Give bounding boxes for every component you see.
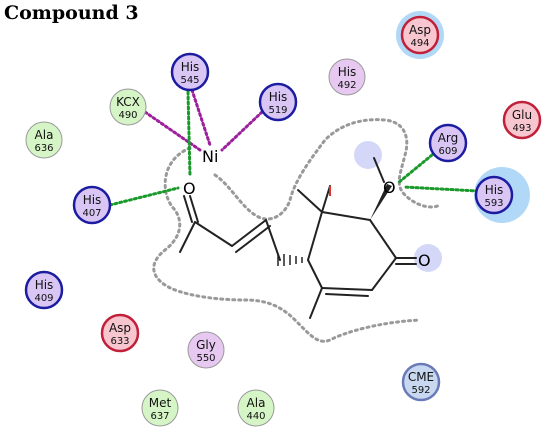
residue-his593-name: His: [485, 183, 504, 197]
methoxy-oxygen: O: [383, 178, 396, 197]
figure-title: Compound 3: [4, 2, 139, 24]
residue-group: Asp494His545KCX490His519His492Glu493Ala6…: [24, 15, 542, 427]
residue-met637-disc: [141, 389, 179, 427]
ni-atom: Ni: [202, 147, 218, 166]
residue-his519-name: His: [269, 90, 288, 104]
residue-his492-disc: [328, 58, 366, 96]
residue-his492-number: 492: [337, 80, 356, 91]
residue-his407-name: His: [83, 193, 102, 207]
residue-asp633-name: Asp: [109, 321, 131, 335]
residue-gly550-name: Gly: [196, 338, 216, 352]
his519-ni-contact: [220, 110, 264, 152]
ligand-skeleton: [179, 157, 417, 319]
his407-hbond: [108, 186, 180, 207]
residue-ala636-disc: [25, 121, 63, 159]
residue-his519-number: 519: [268, 105, 287, 116]
his545-hbond: [186, 90, 192, 178]
residue-ala636-number: 636: [34, 143, 53, 154]
residue-gly550-number: 550: [196, 353, 215, 364]
hashed-bond: [277, 254, 303, 266]
ketone-exposure-glow: [414, 244, 442, 272]
residue-asp633-number: 633: [110, 336, 129, 347]
residue-his519-disc: [258, 82, 298, 122]
residue-kcx490-name: KCX: [116, 95, 140, 109]
kcx490-ni-contact: [143, 110, 202, 152]
residue-glu493-name: Glu: [512, 108, 532, 122]
residue-his593-disc: [474, 175, 514, 215]
residue-his409-number: 409: [34, 293, 53, 304]
residue-ala440-number: 440: [246, 411, 265, 422]
residue-kcx490-disc: [109, 88, 147, 126]
residue-his545-name: His: [181, 60, 200, 74]
residue-ala440-disc: [237, 389, 275, 427]
residue-his593-number: 593: [484, 198, 503, 209]
residue-glu493-number: 493: [512, 123, 531, 134]
his593-hbond: [402, 185, 480, 193]
residue-his545-disc: [170, 52, 210, 92]
residue-cme592-number: 592: [411, 385, 430, 396]
residue-his407-number: 407: [82, 208, 101, 219]
carbonyl-oxygen: O: [183, 179, 196, 198]
residue-kcx490-number: 490: [118, 110, 137, 121]
residue-his407-disc: [72, 185, 112, 225]
pocket-outline-upper: [213, 118, 442, 221]
residue-cme592-disc: [401, 362, 441, 402]
residue-ala636-name: Ala: [35, 128, 54, 142]
residue-gly550-disc: [187, 331, 225, 369]
residue-ala440-name: Ala: [247, 396, 266, 410]
residue-arg609-name: Arg: [438, 131, 459, 145]
residue-asp494-number: 494: [410, 38, 429, 49]
pocket-outline: [152, 146, 422, 343]
residue-arg609-disc: [428, 123, 468, 163]
stereo-wedge: [370, 184, 392, 220]
residue-glu493-disc: [502, 100, 542, 140]
residue-asp494-disc: [400, 15, 440, 55]
residue-asp494-name: Asp: [409, 23, 431, 37]
residue-his492-name: His: [338, 65, 357, 79]
residue-his409-name: His: [35, 278, 54, 292]
residue-cme592-name: CME: [408, 370, 434, 384]
residue-arg609-number: 609: [438, 146, 457, 157]
residue-met637-name: Met: [149, 396, 172, 410]
residue-his409-disc: [24, 270, 64, 310]
his545-ni-contact: [190, 88, 212, 147]
residue-asp633-disc: [100, 313, 140, 353]
residue-met637-number: 637: [150, 411, 169, 422]
arg609-hbond: [396, 153, 434, 185]
residue-his545-number: 545: [180, 75, 199, 86]
ketone-oxygen: O: [418, 251, 431, 270]
